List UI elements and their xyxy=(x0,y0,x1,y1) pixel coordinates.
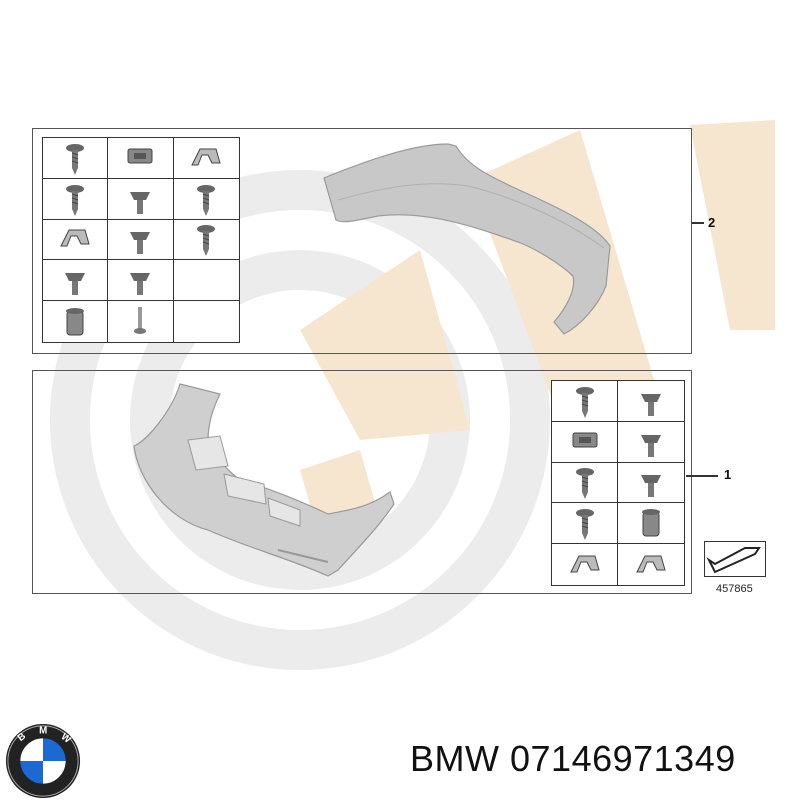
direction-arrow-icon xyxy=(706,547,761,574)
screw-icon xyxy=(197,225,216,257)
front-fastener-cell xyxy=(552,381,618,422)
screw-icon xyxy=(197,184,216,216)
screw-icon xyxy=(575,468,594,500)
front-fastener-cell xyxy=(618,463,684,504)
rear-fastener-cell xyxy=(43,138,109,179)
rear-fastener-cell xyxy=(43,301,109,342)
rear-bumper-illustration xyxy=(323,143,611,335)
rear-fastener-cell xyxy=(173,138,239,179)
nut-icon xyxy=(572,432,597,448)
rear-fastener-cell xyxy=(173,260,239,302)
callout-line-2 xyxy=(692,222,704,224)
rear-fastener-cell xyxy=(108,178,174,220)
rear-fastener-cell xyxy=(108,219,174,261)
diagram-reference-number: 457865 xyxy=(716,583,753,595)
grommet-icon xyxy=(642,509,660,537)
page-reference-box xyxy=(704,541,766,577)
front-bumper-fastener-grid xyxy=(551,380,685,586)
bolt-icon xyxy=(130,232,151,255)
rear-bumper-panel xyxy=(32,128,692,354)
bolt-icon xyxy=(130,273,151,296)
rear-bumper-fastener-grid xyxy=(42,137,240,343)
clip-icon xyxy=(60,229,90,247)
rivet-icon xyxy=(134,306,147,334)
callout-line-1 xyxy=(686,475,718,477)
rear-fastener-cell xyxy=(43,260,109,302)
svg-text:M: M xyxy=(39,726,47,737)
bolt-icon xyxy=(65,273,86,296)
rear-fastener-cell xyxy=(174,301,239,342)
part-number: 07146971349 xyxy=(510,738,736,779)
bmw-logo: B M W xyxy=(5,723,81,799)
front-bumper-illustration xyxy=(133,383,395,577)
nut-icon xyxy=(127,148,153,164)
bolt-icon xyxy=(641,434,661,457)
clip-icon xyxy=(636,555,666,573)
front-bumper-panel xyxy=(32,370,692,594)
screw-icon xyxy=(575,509,594,541)
bolt-icon xyxy=(641,393,661,416)
front-fastener-cell xyxy=(618,544,684,585)
rear-fastener-cell xyxy=(173,179,239,220)
rear-fastener-cell xyxy=(43,178,109,220)
rear-fastener-cell xyxy=(108,260,174,302)
front-fastener-cell xyxy=(618,503,684,545)
callout-1-label: 1 xyxy=(724,467,732,482)
part-caption: BMW 07146971349 xyxy=(410,738,736,780)
bolt-icon xyxy=(641,475,661,498)
front-fastener-cell xyxy=(618,422,684,463)
clip-icon xyxy=(191,148,221,166)
front-fastener-cell xyxy=(552,462,618,504)
front-fastener-cell xyxy=(618,381,684,422)
screw-icon xyxy=(66,143,85,175)
rear-fastener-cell xyxy=(173,220,239,261)
screw-icon xyxy=(66,184,85,216)
front-fastener-cell xyxy=(552,503,618,545)
brand-label: BMW xyxy=(410,738,500,779)
bolt-icon xyxy=(130,191,151,214)
front-fastener-cell xyxy=(552,544,618,585)
clip-icon xyxy=(569,555,600,573)
rear-fastener-cell xyxy=(108,301,174,342)
rear-fastener-cell xyxy=(108,138,174,179)
grommet-icon xyxy=(66,307,85,336)
rear-fastener-cell xyxy=(43,219,109,261)
screw-icon xyxy=(575,386,594,418)
front-fastener-cell xyxy=(552,421,618,463)
callout-2-label: 2 xyxy=(708,215,716,230)
